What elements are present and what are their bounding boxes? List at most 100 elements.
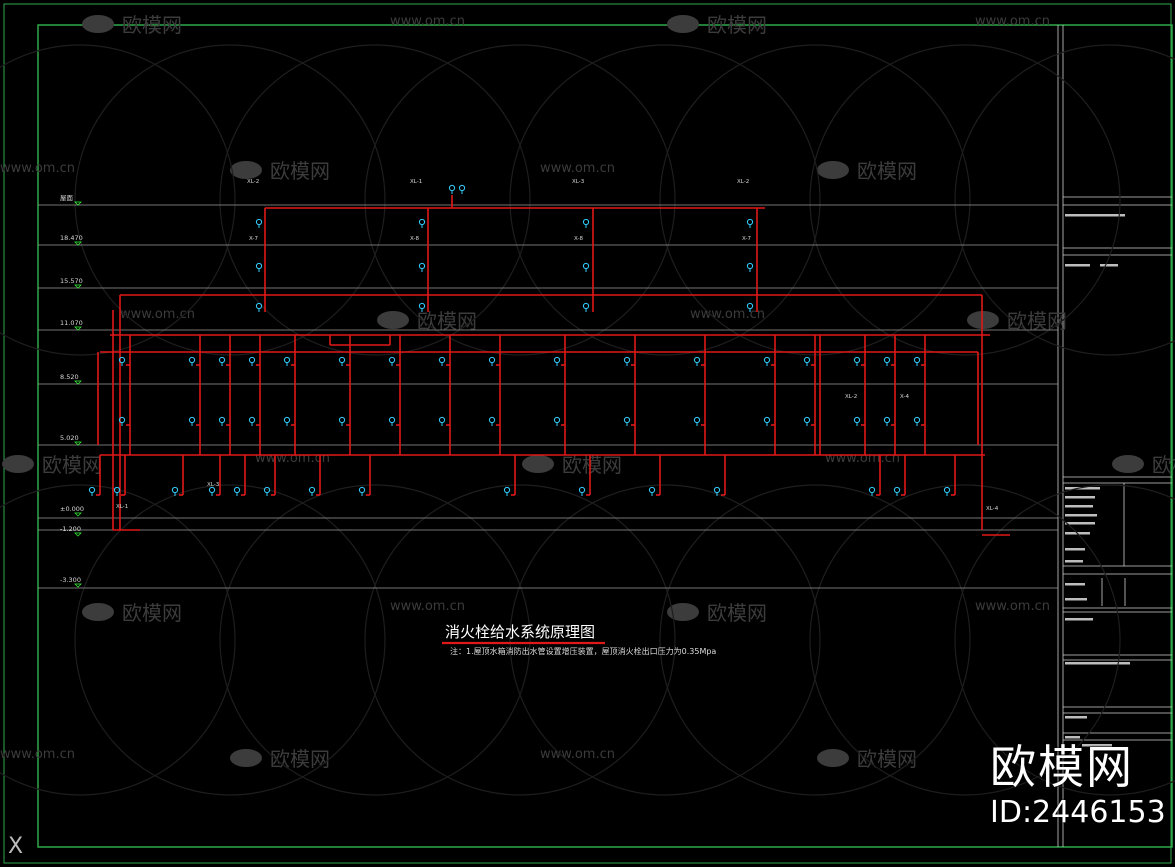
elevation-marker (74, 201, 82, 206)
watermark-logo: 欧模网 (270, 747, 330, 771)
title-block-text (1065, 505, 1093, 508)
fire-hydrant-icon (248, 416, 256, 424)
title-block-text (1065, 583, 1085, 586)
floor-level-label: -1.200 (60, 525, 81, 533)
fire-hydrant-icon (338, 356, 346, 364)
title-block-text (1065, 618, 1093, 621)
title-block-text (1065, 662, 1115, 665)
watermark-url: www.om.cn (975, 14, 1050, 29)
riser-tag: XL-4 (986, 506, 999, 512)
fire-hydrant-icon (503, 486, 511, 494)
watermark-url: www.om.cn (255, 451, 330, 466)
watermark-logo: 欧模网 (122, 13, 182, 37)
fire-hydrant-icon (438, 356, 446, 364)
fire-hydrant-icon (746, 262, 754, 270)
elevation-marker (74, 326, 82, 331)
fire-hydrant-icon (488, 356, 496, 364)
fire-hydrant-icon (418, 302, 426, 310)
watermark-logo: 欧模网 (1152, 453, 1175, 477)
watermark-logo: 欧模网 (707, 601, 767, 625)
fire-hydrant-icon (458, 184, 466, 192)
fire-hydrant-icon (448, 184, 456, 192)
watermark-arc (364, 44, 676, 356)
title-block-text (1065, 214, 1095, 217)
title-block-text (1110, 662, 1130, 665)
watermark-logo: 欧模网 (122, 601, 182, 625)
title-block-text (1065, 496, 1095, 499)
fire-hydrant-icon (868, 486, 876, 494)
watermark-url: www.om.cn (540, 161, 615, 176)
elevation-marker (74, 583, 82, 588)
title-block-text-stubs (1065, 214, 1130, 747)
watermark-arc (509, 44, 821, 356)
fire-hydrant-icon (418, 262, 426, 270)
brand-logo-text: 欧模网 (990, 740, 1134, 794)
title-block-text (1065, 264, 1090, 267)
title-block-text (1065, 736, 1080, 739)
watermark-logo-icon (82, 603, 114, 621)
watermark-url: www.om.cn (390, 599, 465, 614)
fire-hydrant-icon (255, 262, 263, 270)
watermark-url: www.om.cn (540, 747, 615, 762)
title-block-text (1082, 744, 1112, 747)
watermark-url: www.om.cn (390, 14, 465, 29)
outer-frame (3, 3, 1172, 864)
drawing-title: 消火栓给水系统原理图 (445, 623, 595, 641)
title-block-text (1065, 560, 1083, 563)
floor-level-label: -3.300 (60, 576, 81, 584)
watermark-arc (659, 484, 971, 796)
fire-hydrant-icon (693, 416, 701, 424)
fire-hydrant-icon (171, 486, 179, 494)
watermark-logo: 欧模网 (42, 453, 102, 477)
title-block-text (1100, 264, 1118, 267)
floor-level-label: 18.470 (60, 234, 83, 242)
fire-hydrant-icon (853, 356, 861, 364)
elevation-marker (74, 380, 82, 385)
fire-hydrant-icon (693, 356, 701, 364)
fire-hydrant-icon (623, 416, 631, 424)
riser-tag: X-4 (900, 394, 909, 400)
fire-hydrant-icon (438, 416, 446, 424)
title-block-text (1065, 548, 1085, 551)
fire-hydrant-icon (88, 486, 96, 494)
floor-level-label: 屋面 (60, 194, 74, 202)
floor-level-label: ±0.000 (60, 505, 84, 513)
title-block-text (1065, 716, 1087, 719)
title-block (1057, 25, 1172, 847)
title-block-text (1095, 214, 1125, 217)
watermark-arc (809, 44, 1121, 356)
fire-hydrant-icon (893, 486, 901, 494)
fire-hydrant-icon (255, 302, 263, 310)
watermark-arc (0, 484, 236, 796)
fire-hydrant-icon (218, 356, 226, 364)
watermark-logo-icon (667, 15, 699, 33)
watermark-arc (74, 484, 386, 796)
fire-hydrant-icon (233, 486, 241, 494)
watermark-arc (219, 484, 531, 796)
watermark-logo: 欧模网 (857, 159, 917, 183)
floor-level-label: 5.020 (60, 434, 79, 442)
fire-hydrant-pipe-network (96, 195, 1010, 536)
ucs-axis-icon: X (8, 834, 24, 859)
fire-hydrant-icon (578, 486, 586, 494)
watermark-url: www.om.cn (0, 161, 75, 176)
watermark-logo-icon (817, 161, 849, 179)
watermark-logo-icon (522, 455, 554, 473)
elevation-marker (74, 441, 82, 446)
title-block-text (1065, 487, 1100, 490)
floor-level-label: 8.520 (60, 373, 79, 381)
fire-hydrant-icon (803, 416, 811, 424)
watermark-logo: 欧模网 (417, 309, 477, 333)
watermark-logo: 欧模网 (562, 453, 622, 477)
fire-hydrant-icon (763, 356, 771, 364)
fire-hydrant-icon (913, 416, 921, 424)
watermark-arc (219, 44, 531, 356)
watermark-logo-icon (667, 603, 699, 621)
fire-hydrant-icon (248, 356, 256, 364)
fire-hydrant-icon (746, 218, 754, 226)
watermark-arc (954, 484, 1175, 796)
riser-tag: X-8 (574, 236, 583, 242)
watermark-logo-icon (967, 311, 999, 329)
watermark-url: www.om.cn (0, 747, 75, 762)
fire-hydrant-icon (803, 356, 811, 364)
